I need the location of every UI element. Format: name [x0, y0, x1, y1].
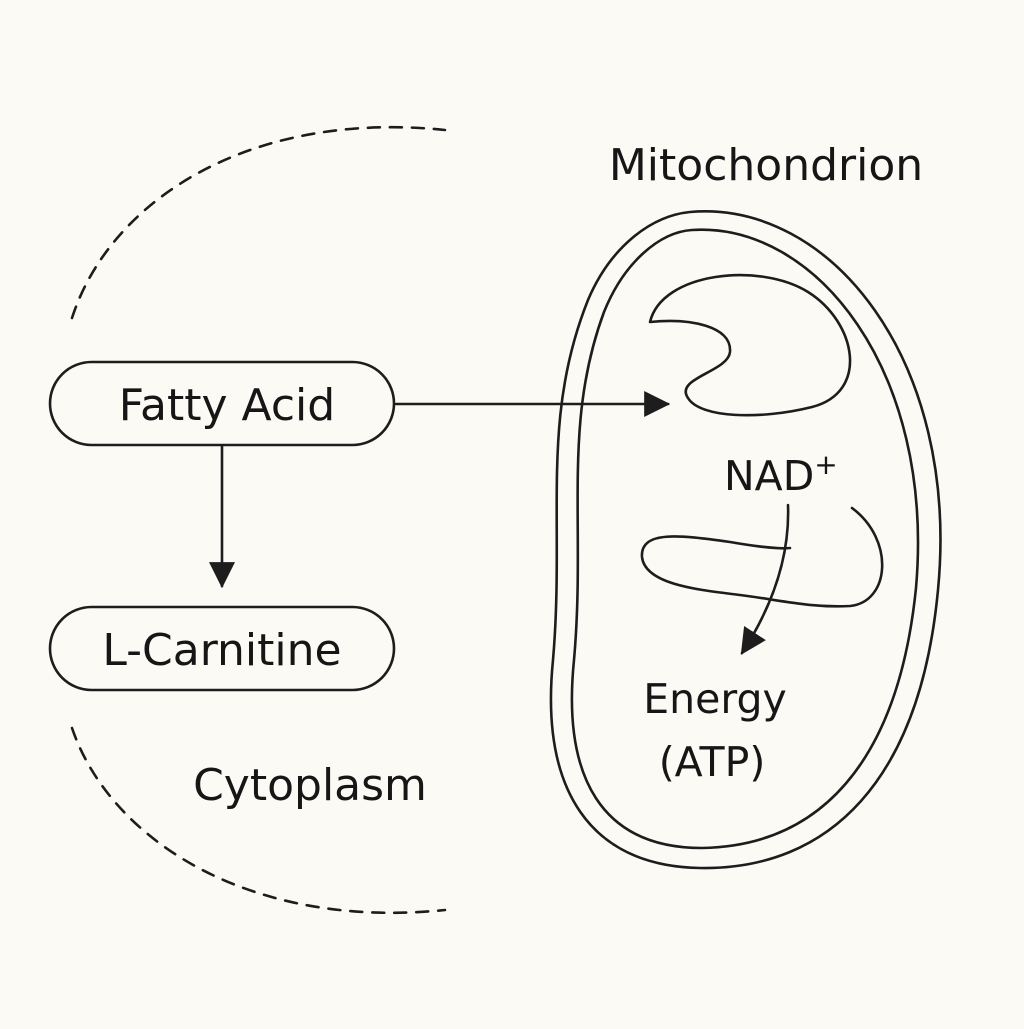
mitochondrion-inner-membrane [570, 228, 920, 850]
fatty-acid-label: Fatty Acid [119, 380, 335, 431]
cytoplasm-boundary-lower [70, 726, 447, 915]
crista-upper [648, 273, 852, 417]
nad-label: NAD+ [724, 448, 838, 500]
nad-text: NAD [724, 452, 814, 500]
cytoplasm-label: Cytoplasm [193, 760, 427, 811]
energy-label-line1: Energy [643, 675, 787, 723]
crista-lower [640, 506, 884, 608]
cytoplasm-boundary-upper [70, 125, 447, 320]
l-carnitine-label: L-Carnitine [102, 625, 341, 676]
arrow-nad-to-energy [740, 503, 790, 655]
energy-label-line2: (ATP) [659, 738, 766, 786]
mitochondrion-label: Mitochondrion [609, 140, 923, 191]
mitochondrion-outer-membrane [549, 210, 942, 870]
nad-superscript: + [814, 448, 837, 481]
l-carnitine-box [48, 605, 396, 692]
